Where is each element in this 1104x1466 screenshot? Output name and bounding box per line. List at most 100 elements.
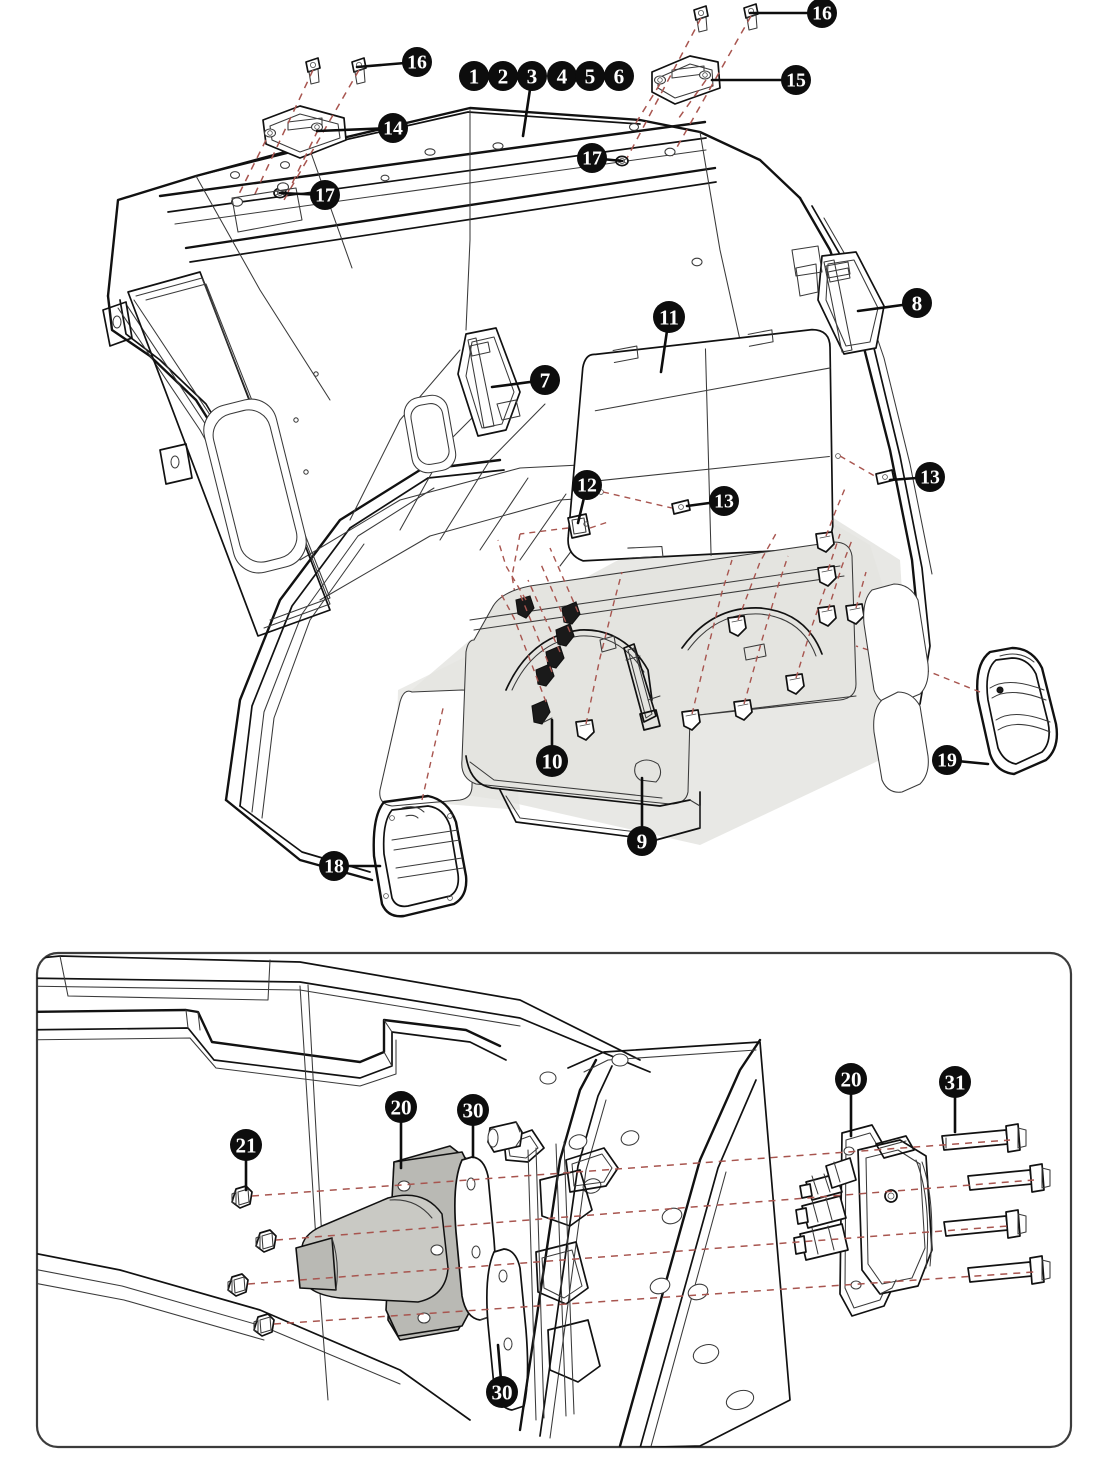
push-pin-6 bbox=[575, 719, 595, 741]
callout-bubble-7[interactable]: 7 bbox=[530, 365, 560, 395]
push-pin-7 bbox=[681, 709, 701, 731]
callout-bubble-30[interactable]: 30 bbox=[486, 1376, 518, 1408]
callout-number: 19 bbox=[937, 750, 957, 772]
callout-number: 16 bbox=[407, 52, 427, 74]
callout-number: 6 bbox=[614, 65, 625, 89]
callout-disc bbox=[530, 365, 560, 395]
panel-top-main-assembly bbox=[102, 3, 1059, 918]
callout-number: 30 bbox=[462, 1099, 483, 1123]
callout-bubble-30[interactable]: 30 bbox=[457, 1094, 489, 1126]
callout-bubble-4[interactable]: 4 bbox=[547, 61, 577, 91]
push-pin-14 bbox=[817, 565, 837, 587]
callout-disc bbox=[939, 1066, 971, 1098]
callout-bubble-16[interactable]: 16 bbox=[807, 0, 837, 28]
callout-disc bbox=[310, 180, 340, 210]
callout-disc bbox=[457, 1094, 489, 1126]
callout-bubble-12[interactable]: 12 bbox=[572, 470, 602, 500]
flange-bolt-4 bbox=[967, 1255, 1051, 1285]
aperture-right-group bbox=[863, 583, 929, 793]
callout-bubble-17[interactable]: 17 bbox=[577, 143, 607, 173]
callout-disc bbox=[604, 61, 634, 91]
part-vent-grille-left bbox=[372, 703, 468, 918]
callout-disc bbox=[835, 1063, 867, 1095]
part-push-pin-clips bbox=[515, 531, 865, 741]
callout-number: 14 bbox=[383, 118, 403, 140]
callout-number: 17 bbox=[582, 148, 602, 170]
callout-bubble-18[interactable]: 18 bbox=[319, 851, 349, 881]
panel-bottom-detail-view bbox=[35, 951, 1073, 1449]
callout-disc bbox=[230, 1129, 262, 1161]
callout-bubble-9[interactable]: 9 bbox=[627, 826, 657, 856]
callout-bubble-21[interactable]: 21 bbox=[230, 1129, 262, 1161]
callout-disc bbox=[488, 61, 518, 91]
callout-disc bbox=[902, 288, 932, 318]
callout-number: 20 bbox=[390, 1096, 411, 1120]
callout-bubble-16[interactable]: 16 bbox=[402, 47, 432, 77]
part-screw-group bbox=[598, 453, 895, 515]
callout-number: 3 bbox=[527, 65, 538, 89]
push-pin-11 bbox=[817, 605, 837, 627]
callout-disc bbox=[572, 470, 602, 500]
callout-bubble-31[interactable]: 31 bbox=[939, 1066, 971, 1098]
push-pin-12 bbox=[845, 603, 865, 625]
push-pin-8 bbox=[733, 699, 753, 721]
callout-disc bbox=[486, 1376, 518, 1408]
callout-disc bbox=[517, 61, 547, 91]
callout-disc bbox=[536, 745, 568, 777]
callout-number: 12 bbox=[577, 475, 597, 497]
callout-bubble-20[interactable]: 20 bbox=[835, 1063, 867, 1095]
callout-number: 2 bbox=[498, 65, 509, 89]
callout-number: 15 bbox=[786, 70, 806, 92]
callout-bubble-19[interactable]: 19 bbox=[932, 745, 962, 775]
callout-bubble-5[interactable]: 5 bbox=[575, 61, 605, 91]
part-flange-nut-group bbox=[227, 1185, 277, 1337]
callout-bubble-14[interactable]: 14 bbox=[378, 113, 408, 143]
push-pin-9 bbox=[727, 615, 747, 637]
callout-disc bbox=[459, 61, 489, 91]
body-quarter-panel-outline bbox=[102, 106, 933, 882]
assembly-dashed-paths-upper bbox=[235, 15, 752, 201]
aperture-upper-left bbox=[203, 398, 307, 574]
callout-number: 11 bbox=[659, 306, 679, 330]
callout-bubble-11[interactable]: 11 bbox=[653, 301, 685, 333]
flange-nut-2 bbox=[255, 1229, 277, 1253]
callout-bubble-3[interactable]: 3 bbox=[517, 61, 547, 91]
callout-disc bbox=[627, 826, 657, 856]
callout-bubble-2[interactable]: 2 bbox=[488, 61, 518, 91]
callout-bubble-8[interactable]: 8 bbox=[902, 288, 932, 318]
callout-disc bbox=[385, 1091, 417, 1123]
push-pin-1 bbox=[531, 699, 553, 725]
callout-number: 13 bbox=[920, 467, 940, 489]
flange-nut-3 bbox=[227, 1273, 249, 1297]
callout-bubble-20[interactable]: 20 bbox=[385, 1091, 417, 1123]
callout-bubble-13[interactable]: 13 bbox=[709, 486, 739, 516]
callout-number: 20 bbox=[840, 1068, 861, 1092]
callout-disc bbox=[807, 0, 837, 28]
part-grab-handle-front bbox=[457, 327, 521, 437]
part-connector-housing-right bbox=[793, 1124, 933, 1317]
callout-bubble-15[interactable]: 15 bbox=[781, 65, 811, 95]
callout-disc bbox=[915, 462, 945, 492]
callout-bubble-6[interactable]: 6 bbox=[604, 61, 634, 91]
assembly-dashed-paths-trim bbox=[497, 485, 867, 725]
callout-number: 7 bbox=[540, 369, 551, 393]
callout-number: 30 bbox=[491, 1381, 512, 1405]
callout-disc bbox=[709, 486, 739, 516]
callout-number: 1 bbox=[469, 65, 480, 89]
callout-bubble-13[interactable]: 13 bbox=[915, 462, 945, 492]
callout-bubble-10[interactable]: 10 bbox=[536, 745, 568, 777]
callout-number: 8 bbox=[912, 292, 923, 316]
flange-bolt-1 bbox=[941, 1123, 1027, 1153]
callout-disc bbox=[575, 61, 605, 91]
part-grab-handle-rear bbox=[791, 245, 885, 355]
callout-number: 4 bbox=[557, 65, 568, 89]
callout-number: 18 bbox=[324, 856, 344, 878]
callout-number: 5 bbox=[585, 65, 596, 89]
callout-bubble-17[interactable]: 17 bbox=[310, 180, 340, 210]
callout-bubble-1[interactable]: 1 bbox=[459, 61, 489, 91]
callout-disc bbox=[547, 61, 577, 91]
callout-disc bbox=[577, 143, 607, 173]
screw-13a bbox=[671, 499, 691, 515]
